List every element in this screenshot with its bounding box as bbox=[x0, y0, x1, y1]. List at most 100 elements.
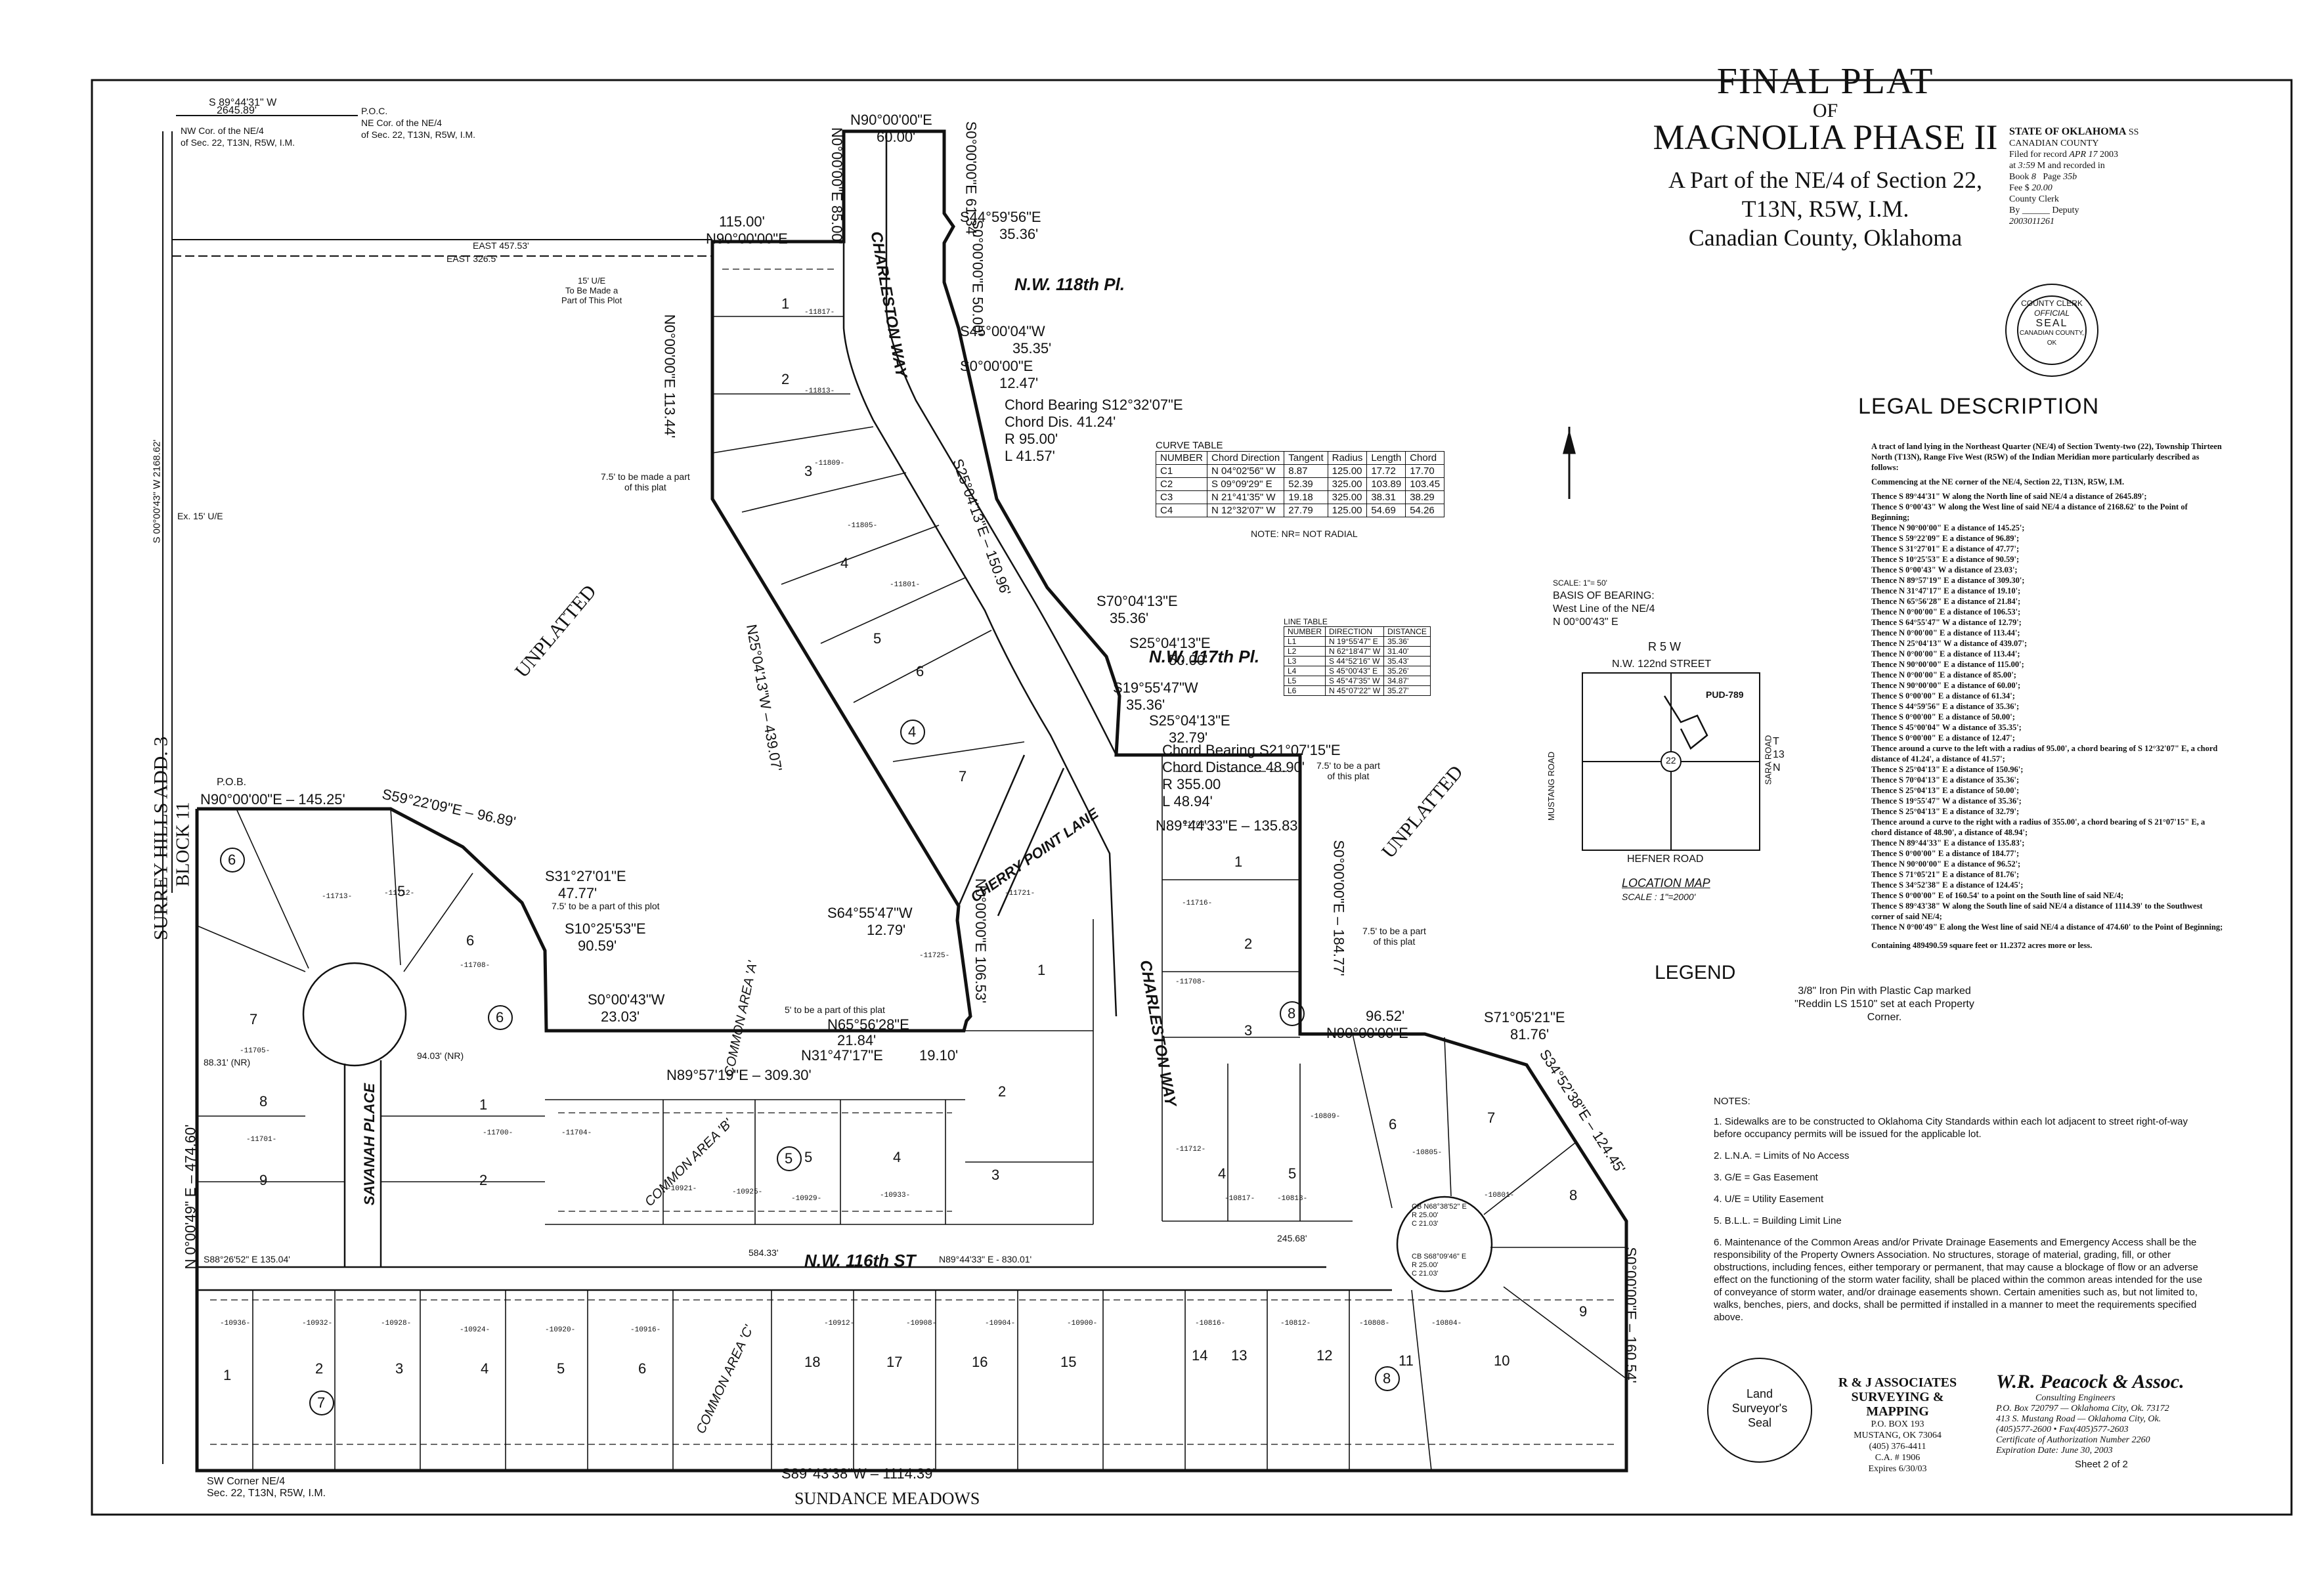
nr-dist-2: 94.03' (NR) bbox=[417, 1050, 464, 1061]
legal-call: Thence S 0°00'00" E of 160.54' to a poin… bbox=[1871, 891, 2124, 900]
legal-call: Thence S 89°43'38" W along the South lin… bbox=[1871, 901, 2203, 921]
address-number: -10933- bbox=[880, 1192, 911, 1199]
table-cell: L1 bbox=[1283, 636, 1326, 647]
lot-number: 3 bbox=[804, 463, 813, 479]
bearing-7: N31°47'17"E bbox=[801, 1047, 883, 1064]
legal-call: Thence S 10°25'53" E a distance of 90.59… bbox=[1871, 555, 2020, 564]
legal-call: Thence N 65°56'28" E a distance of 21.84… bbox=[1871, 597, 2021, 606]
location-map-pud: PUD-789 bbox=[1706, 689, 1744, 700]
address-number: -11809- bbox=[814, 460, 845, 467]
note-item: 6. Maintenance of the Common Areas and/o… bbox=[1714, 1237, 2203, 1323]
address-number: -10932- bbox=[302, 1320, 333, 1327]
notes-block: NOTES: 1. Sidewalks are to be constructe… bbox=[1714, 1095, 2213, 1333]
lot-number: 5 bbox=[397, 883, 406, 899]
location-map-scale: SCALE : 1"=2000' bbox=[1622, 892, 1696, 902]
address-number: -11704- bbox=[1179, 821, 1209, 829]
charleston-way-upper bbox=[842, 131, 1118, 1017]
lot-number: 4 bbox=[893, 1149, 901, 1165]
bearing-27: S0°00'00"E – 184.77' bbox=[1330, 840, 1347, 976]
address-number: -11705- bbox=[240, 1047, 271, 1055]
table-cell: 54.69 bbox=[1366, 504, 1406, 517]
legal-call: Thence N 90°00'00" E a distance of 60.00… bbox=[1871, 681, 2021, 690]
note-item: 3. G/E = Gas Easement bbox=[1714, 1172, 1818, 1183]
curve-table-note: NOTE: NR= NOT RADIAL bbox=[1251, 528, 1358, 539]
table-cell: 325.00 bbox=[1327, 477, 1368, 491]
legal-call: Thence N 90°00'00" E a distance of 145.2… bbox=[1871, 523, 2025, 532]
lot-number: 6 bbox=[1389, 1116, 1397, 1132]
table-cell: 8.87 bbox=[1284, 464, 1328, 478]
location-map-range: R 5 W bbox=[1648, 640, 1682, 653]
legal-call: Thence N 0°00'00" E a distance of 113.44… bbox=[1871, 649, 2020, 658]
lot-number: 3 bbox=[1244, 1022, 1253, 1039]
lot-number: 17 bbox=[886, 1354, 903, 1370]
table-header: Chord bbox=[1405, 451, 1445, 465]
legal-call: Thence S 25°04'13" E a distance of 50.00… bbox=[1871, 786, 2020, 795]
address-number: -10801- bbox=[1484, 1192, 1515, 1199]
legal-call: Thence S 0°00'43" W along the West line … bbox=[1871, 502, 2188, 522]
table-cell: C2 bbox=[1155, 477, 1208, 491]
address-number: -10924- bbox=[460, 1326, 490, 1334]
table-cell: 125.00 bbox=[1327, 504, 1368, 517]
address-number: -11813- bbox=[804, 387, 835, 395]
legal-call: Thence S 64°55'47" W a distance of 12.79… bbox=[1871, 618, 2022, 627]
north-arrow bbox=[1563, 427, 1576, 499]
bearing-12: N0°00'00"E 113.44' bbox=[661, 314, 678, 439]
north-line bbox=[162, 115, 358, 1464]
address-number: -11805- bbox=[847, 522, 878, 530]
address-number: -10804- bbox=[1431, 1320, 1462, 1327]
legal-calls-list: Thence S 89°44'31" W along the North lin… bbox=[1871, 491, 2226, 932]
block-circles bbox=[220, 720, 1400, 1415]
address-number: -10908- bbox=[906, 1320, 937, 1327]
table-cell: L2 bbox=[1283, 646, 1326, 657]
lot-number: 13 bbox=[1231, 1347, 1248, 1364]
table-cell: N 62°18'47" W bbox=[1325, 646, 1385, 657]
lot-number: 6 bbox=[916, 663, 924, 679]
chord-1: Chord Bearing S12°32'07"E Chord Dis. 41.… bbox=[1005, 397, 1183, 464]
lot-number: 11 bbox=[1399, 1352, 1414, 1369]
table-cell: N 04°02'56" W bbox=[1207, 464, 1285, 478]
street-117th: N.W. 117th Pl. bbox=[1149, 647, 1260, 666]
cherry-point-lane bbox=[957, 754, 1065, 917]
legal-call: Thence N 0°00'00" E a distance of 113.44… bbox=[1871, 628, 2020, 637]
legal-call: Thence N 0°00'00" E a distance of 106.53… bbox=[1871, 607, 2021, 616]
table-cell: N 21°41'35" W bbox=[1207, 490, 1285, 504]
lot-number: 5 bbox=[1288, 1165, 1297, 1182]
legal-call: Thence N 89°44'33" E a distance of 135.8… bbox=[1871, 838, 2025, 848]
sheet-number: Sheet 2 of 2 bbox=[2075, 1459, 2128, 1470]
lot-number: 16 bbox=[972, 1354, 988, 1370]
land-surveyor-seal: Land Surveyor's Seal bbox=[1707, 1358, 1812, 1463]
location-map-west-road: MUSTANG ROAD bbox=[1546, 751, 1557, 821]
lot-number: 4 bbox=[1218, 1165, 1227, 1182]
legal-call: Thence N 25°04'13" W a distance of 439.0… bbox=[1871, 639, 2028, 648]
address-number: -10936- bbox=[220, 1320, 251, 1327]
table-cell: 27.79 bbox=[1284, 504, 1328, 517]
table-cell: 31.40' bbox=[1383, 646, 1431, 657]
table-cell: 35.27' bbox=[1383, 685, 1431, 696]
nw-corner-label: NW Cor. of the NE/4 of Sec. 22, T13N, R5… bbox=[181, 125, 295, 148]
lot-number: 7 bbox=[1487, 1110, 1496, 1126]
address-number: -10912- bbox=[824, 1320, 855, 1327]
table-cell: 103.45 bbox=[1405, 477, 1445, 491]
sw-corner-label: SW Corner NE/4 Sec. 22, T13N, R5W, I.M. bbox=[207, 1476, 326, 1499]
west-line-label: S 00°00'43" W 2168.62' bbox=[151, 439, 163, 544]
address-number: -10817- bbox=[1225, 1195, 1255, 1203]
surrey-hills-label: SURREY HILLS ADD. 3 bbox=[150, 736, 172, 941]
pob-label: P.O.B. bbox=[217, 777, 247, 788]
bearing-6: N89°57'19"E – 309.30' bbox=[666, 1067, 812, 1083]
lot-number: 6 bbox=[638, 1360, 647, 1377]
legal-call: Thence N 31°47'17" E a distance of 19.10… bbox=[1871, 586, 2021, 595]
bearing-7-dist: 19.10' bbox=[919, 1047, 959, 1064]
notes-list: 1. Sidewalks are to be constructed to Ok… bbox=[1714, 1115, 2213, 1324]
table-header: DIRECTION bbox=[1325, 626, 1385, 637]
lot-number: 3 bbox=[395, 1360, 404, 1377]
legal-call: Thence S 31°27'01" E a distance of 47.77… bbox=[1871, 544, 2020, 553]
